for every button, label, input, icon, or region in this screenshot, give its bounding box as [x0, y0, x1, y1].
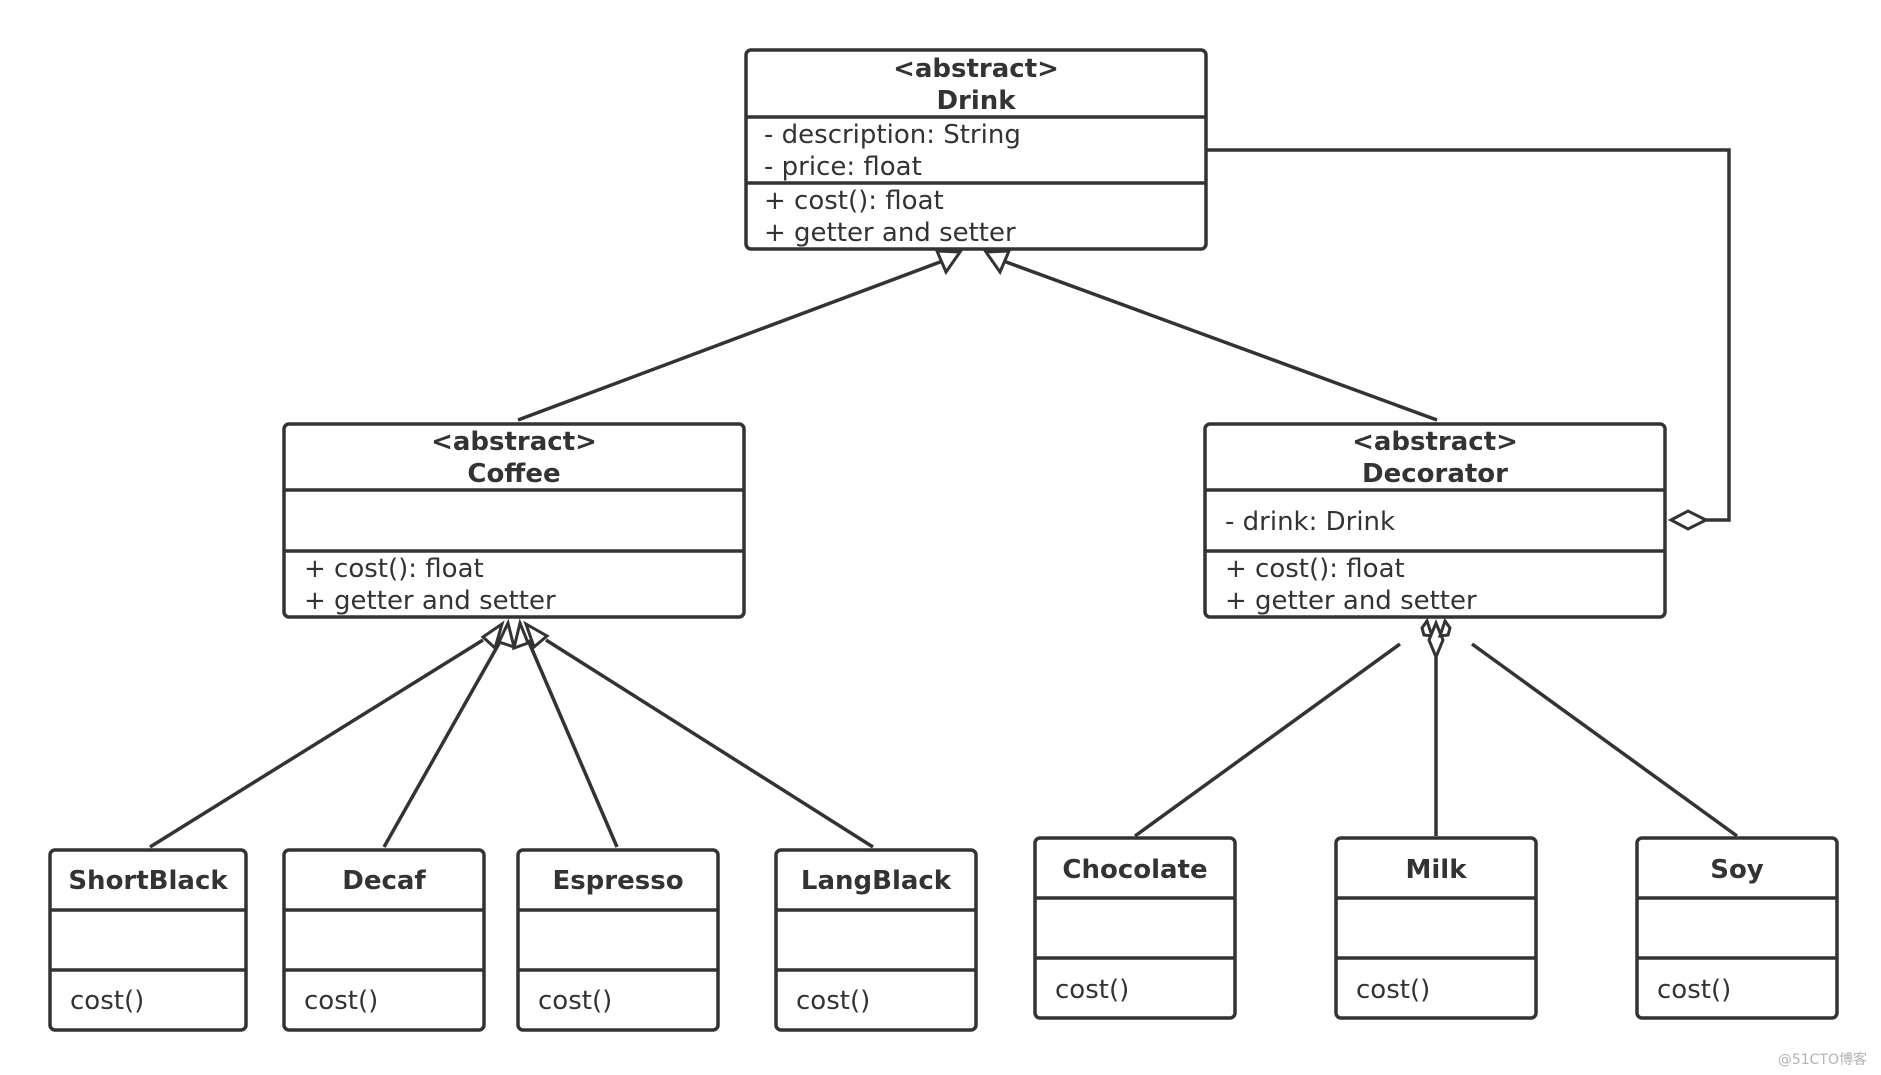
class-name: Decaf: [342, 866, 426, 896]
stereotype-label: <abstract>: [1352, 427, 1518, 457]
class-name: Milk: [1406, 855, 1468, 885]
class-langblack[interactable]: LangBlack cost(): [774, 848, 978, 1032]
method: + cost(): float: [304, 554, 484, 584]
method: + cost(): float: [1225, 554, 1405, 584]
method: cost(): [1657, 975, 1731, 1005]
class-name: Decorator: [1362, 459, 1508, 489]
edge-espresso-to-coffee: [526, 639, 619, 848]
attribute: - price: float: [764, 152, 922, 182]
inheritance-arrowhead: [511, 618, 530, 651]
class-milk[interactable]: Milk cost(): [1334, 836, 1538, 1020]
attribute: - drink: Drink: [1225, 507, 1395, 537]
method: + cost(): float: [764, 186, 944, 216]
edge-decaf-to-coffee: [382, 639, 503, 848]
aggregation-diamonds: [1420, 509, 1710, 661]
class-decorator[interactable]: <abstract> Decorator - drink: Drink + co…: [1203, 422, 1667, 619]
method: + getter and setter: [1225, 586, 1477, 616]
generalization-arrowheads: [480, 249, 1012, 651]
aggregation-diamond-icon: [1420, 617, 1435, 638]
class-espresso[interactable]: Espresso cost(): [516, 848, 720, 1032]
method: cost(): [538, 986, 612, 1016]
method: cost(): [304, 986, 378, 1016]
attribute: - description: String: [764, 120, 1021, 150]
method: + getter and setter: [764, 218, 1016, 248]
inheritance-arrowhead: [496, 618, 517, 650]
aggregation-diamond-icon: [1427, 619, 1445, 661]
edge-decorator-to-drink: [997, 257, 1438, 422]
edge-langblack-to-coffee: [545, 638, 874, 849]
aggregation-diamond-icon: [1667, 509, 1710, 531]
class-soy[interactable]: Soy cost(): [1635, 836, 1839, 1020]
class-coffee[interactable]: <abstract> Coffee + cost(): float + gett…: [282, 422, 746, 619]
class-drink[interactable]: <abstract> Drink - description: String -…: [744, 48, 1208, 251]
watermark: @51CTO博客: [1777, 1052, 1867, 1068]
stereotype-label: <abstract>: [893, 54, 1059, 84]
class-shortblack[interactable]: ShortBlack cost(): [48, 848, 248, 1032]
stereotype-label: <abstract>: [431, 427, 597, 457]
class-name: Chocolate: [1062, 855, 1207, 885]
method: cost(): [70, 986, 144, 1016]
inheritance-arrowhead: [934, 249, 963, 276]
class-name: Coffee: [467, 459, 560, 489]
class-chocolate[interactable]: Chocolate cost(): [1033, 836, 1237, 1020]
method: + getter and setter: [304, 586, 556, 616]
class-name: Espresso: [552, 866, 683, 896]
class-name: Drink: [936, 86, 1016, 116]
method: cost(): [1356, 975, 1430, 1005]
inheritance-arrowhead: [983, 249, 1012, 276]
method: cost(): [1055, 975, 1129, 1005]
edge-soy-to-decorator: [1470, 642, 1739, 838]
method: cost(): [796, 986, 870, 1016]
class-name: ShortBlack: [68, 866, 228, 896]
edge-shortblack-to-coffee: [149, 638, 484, 849]
class-decaf[interactable]: Decaf cost(): [282, 848, 486, 1032]
aggregation-edges: [1133, 148, 1739, 838]
inheritance-arrowhead: [523, 620, 550, 650]
class-name: Soy: [1710, 855, 1764, 885]
edge-chocolate-to-decorator: [1133, 642, 1402, 838]
inheritance-arrowhead: [480, 620, 505, 651]
edge-coffee-to-drink: [517, 257, 949, 422]
inheritance-edges: [149, 257, 1438, 849]
edge-decorator-aggregates-drink: [1205, 148, 1731, 522]
class-name: LangBlack: [801, 866, 952, 896]
aggregation-diamond-icon: [1437, 617, 1452, 638]
